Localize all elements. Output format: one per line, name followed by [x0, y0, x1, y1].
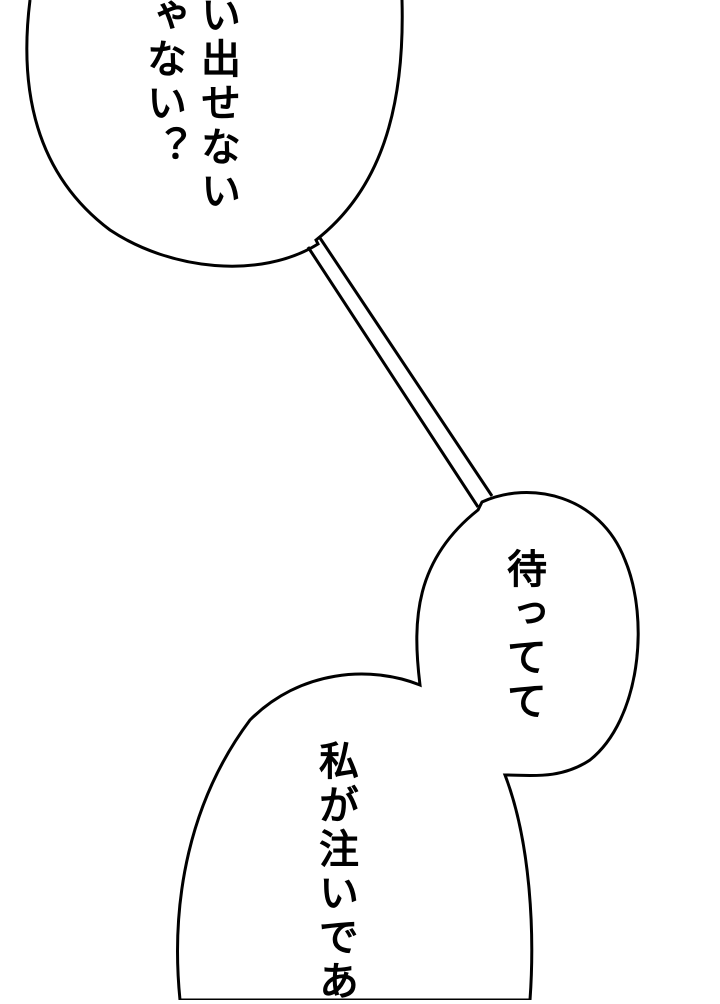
speech-bubble-top-left-text: い出せない ゃない？ — [140, 0, 241, 214]
bubble-line-1: 待ってて — [500, 548, 547, 724]
speech-bubble-top-left-outline — [25, 0, 404, 268]
speech-bubble-middle-right-text: 待ってて — [500, 548, 547, 724]
bubble-line-2: ゃない？ — [140, 0, 187, 170]
bubble-line-1: い出せない — [194, 0, 241, 214]
bubble-connector — [306, 237, 494, 508]
speech-bubble-bottom-text: 私が注いであ — [312, 740, 359, 1004]
bubble-line-1: 私が注いであ — [312, 740, 359, 1004]
speech-bubble-middle-and-bottom-outline — [176, 491, 640, 1000]
